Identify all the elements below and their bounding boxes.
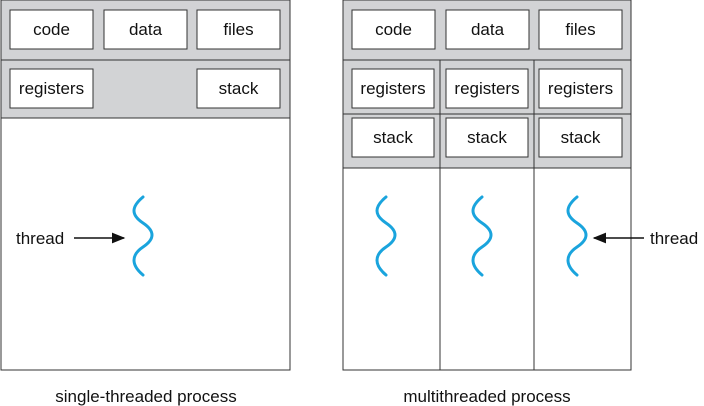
single-registers-box: registers [9, 68, 94, 109]
multi-thread-2-registers-box: registers [445, 68, 529, 109]
multi-thread-3-registers-box: registers [538, 68, 623, 109]
multi-thread-3-stack-box: stack [538, 117, 623, 158]
multi-data-box: data [445, 9, 530, 50]
single-thread-icon [132, 195, 154, 277]
single-caption: single-threaded process [55, 387, 236, 406]
multi-thread-2-registers-label: registers [454, 79, 519, 98]
single-files-box: files [196, 9, 281, 50]
multithreaded-process: code data files registers stack register… [342, 0, 698, 406]
multi-thread-2-stack-label: stack [467, 128, 507, 147]
multi-code-label: code [375, 20, 412, 39]
single-stack-label: stack [219, 79, 259, 98]
single-stack-box: stack [196, 68, 281, 109]
single-data-box: data [103, 9, 188, 50]
multi-files-label: files [565, 20, 595, 39]
single-files-label: files [223, 20, 253, 39]
multi-thread-2-icon [471, 195, 493, 277]
multi-thread-1-registers-label: registers [360, 79, 425, 98]
multi-data-label: data [471, 20, 505, 39]
multi-caption: multithreaded process [403, 387, 570, 406]
multi-thread-1-registers-box: registers [351, 68, 435, 109]
multi-thread-3-registers-label: registers [548, 79, 613, 98]
multi-thread-area [342, 167, 632, 371]
multi-thread-1-stack-box: stack [351, 117, 435, 158]
multi-thread-1-stack-label: stack [373, 128, 413, 147]
single-thread-label: thread [16, 229, 64, 248]
single-registers-label: registers [19, 79, 84, 98]
multi-code-box: code [351, 9, 436, 50]
single-code-box: code [9, 9, 94, 50]
single-data-label: data [129, 20, 163, 39]
multi-thread-3-stack-label: stack [561, 128, 601, 147]
multi-thread-label: thread [650, 229, 698, 248]
multi-thread-1-icon [375, 195, 397, 277]
multi-thread-2-stack-box: stack [445, 117, 529, 158]
multi-files-box: files [538, 9, 623, 50]
multi-thread-3-icon [566, 195, 588, 277]
single-threaded-process: code data files registers stack thread s… [0, 0, 291, 406]
single-code-label: code [33, 20, 70, 39]
